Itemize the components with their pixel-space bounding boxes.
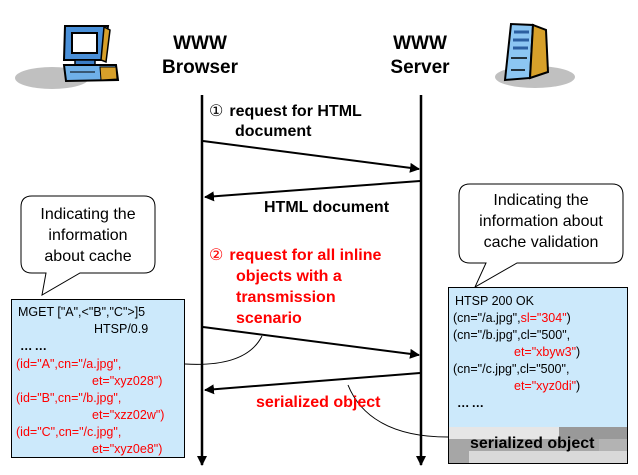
callout-cache-text: Indicating the information about cache [22,204,154,267]
response-entry-c-etag: et="xyz0di" [514,379,577,393]
callout-validation-shape [458,183,624,289]
request-protocol-line: HTSP/0.9 [94,322,149,336]
strip-top-dark [559,427,627,439]
browser-header-line1: WWW [173,33,227,54]
browser-header: WWW Browser [150,32,250,80]
response-entry-c-line2: et="xyz0di") [514,378,580,395]
step2-number-icon: ② [209,247,224,264]
callout-validation-text: Indicating the information about cache v… [460,190,622,253]
response-entry-c-close: ) [576,379,581,393]
step1-number-icon: ① [209,103,224,120]
callout-validation-line3: cache validation [483,234,599,251]
callout-validation-line2: information about [479,213,603,230]
server-header-line1: WWW [393,33,447,54]
response-entry-a: (cn="/a.jpg",sl="304") [453,310,571,327]
browser-header-line2: Browser [161,57,239,78]
step2-text-line1: request for all inline [229,247,382,264]
response-entry-b-close: ) [576,345,581,359]
serialized-object-label: serialized object [256,394,381,411]
callout-cache-shape [20,195,156,296]
arrow-request-inline [202,326,420,359]
request-entry-b-line2: et="xzz02w") [92,408,165,422]
arrow-serialized-object [204,372,421,395]
server-header: WWW Server [375,32,465,80]
strip-top-light [449,427,559,439]
request-method-line: MGET ["A",<"B","C">]5 [18,305,146,319]
callout-validation-line1: Indicating the [493,192,589,209]
server-header-line2: Server [390,57,450,78]
request-ellipsis: …… [20,339,49,353]
serialized-object-box-label: serialized object [470,435,595,452]
request-entry-a-line2: et="xyz028") [92,374,163,388]
step1-label-line2: document [235,123,312,140]
response-status-line: HTSP 200 OK [455,294,534,308]
response-box: HTSP 200 OK (cn="/a.jpg",sl="304") (cn="… [448,287,628,464]
strip-bottom-light [469,451,627,463]
response-entry-a-status: sl="304" [520,311,567,325]
callout-cache-line1: Indicating the [40,206,136,223]
strip-mid-light [599,439,627,451]
strip-mid [449,439,627,451]
connector-request [184,335,263,365]
step2-text-line2: objects with a [236,268,342,285]
request-entry-b-line1: (id="B",cn="/b.jpg", [16,391,122,405]
arrow-html-document [204,180,421,202]
request-entry-a-line1: (id="A",cn="/a.jpg", [16,357,122,371]
response-entry-b-line2: et="xbyw3") [514,344,580,361]
step1-text-line1: request for HTML [229,103,362,120]
step2-text-line4: scenario [236,310,302,327]
server-tower-icon [495,22,575,88]
serialized-object-strip: serialized object [449,427,627,463]
response-entry-c-line1: (cn="/c.jpg",cl="500", [453,362,570,376]
response-entry-a-name: (cn="/a.jpg", [453,311,521,325]
request-entry-c-line2: et="xyz0e8") [92,442,163,456]
request-entry-c-line1: (id="C",cn="/c.jpg", [16,425,122,439]
response-entry-a-close: ) [566,311,571,325]
response-entry-b-etag: et="xbyw3" [514,345,577,359]
callout-cache-line2: information [48,227,128,244]
response-ellipsis: …… [457,396,486,410]
connector-response [347,384,449,438]
request-box: MGET ["A",<"B","C">]5 HTSP/0.9 …… (id="A… [11,299,185,458]
step2-text-line3: transmission [236,289,336,306]
strip-bottom-dark [449,451,469,463]
callout-cache-line3: about cache [44,248,132,265]
arrow-request-html [202,140,420,173]
step2-label: ② request for all inline [209,246,381,265]
step1-label: ① request for HTML [209,102,362,121]
browser-computer-icon [15,25,120,89]
response-entry-b-line1: (cn="/b.jpg",cl="500", [453,328,571,342]
html-document-label: HTML document [264,199,390,216]
